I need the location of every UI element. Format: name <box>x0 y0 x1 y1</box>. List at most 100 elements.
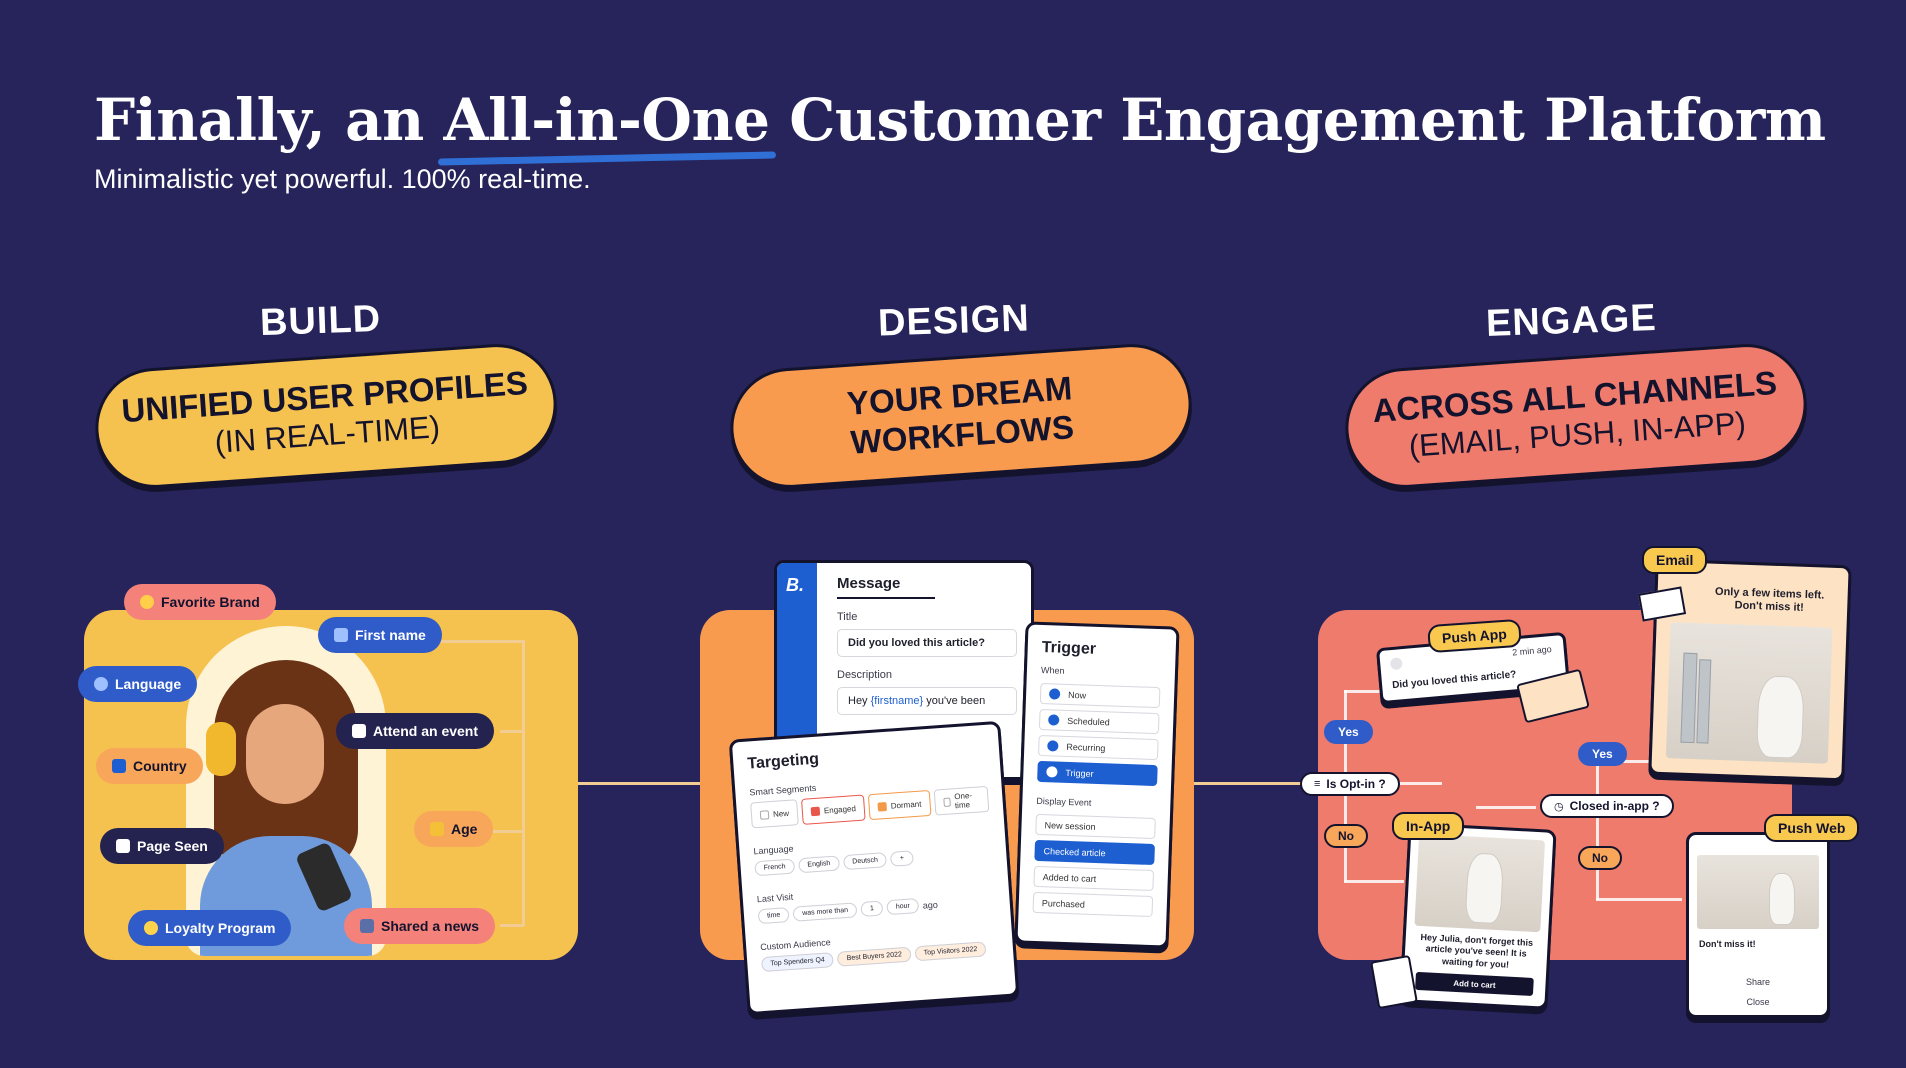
flow-line <box>1344 690 1384 693</box>
event-added-to-cart[interactable]: Added to cart <box>1033 865 1155 892</box>
event-new-session[interactable]: New session <box>1035 813 1156 840</box>
inapp-text: Hey Julia, don't forget this article you… <box>1420 932 1534 970</box>
push-web-channel-label: Push Web <box>1764 814 1860 842</box>
tag-label: Engaged <box>823 803 857 815</box>
language-french[interactable]: French <box>754 858 795 877</box>
headphones-icon <box>206 722 236 776</box>
filter-icon: ≡ <box>1314 778 1321 790</box>
image-card-icon <box>1370 954 1418 1010</box>
when-option-recurring[interactable]: Recurring <box>1037 734 1159 761</box>
flow-line <box>1476 806 1536 809</box>
chip-country: Country <box>96 748 203 784</box>
segment-engaged[interactable]: Engaged <box>801 794 866 825</box>
option-label: Recurring <box>1066 741 1106 753</box>
segment-new[interactable]: New <box>750 799 799 829</box>
book-shape <box>1680 652 1698 744</box>
build-tree-trunk <box>522 640 525 926</box>
build-branch <box>500 730 524 733</box>
tag-label: Dormant <box>890 799 922 811</box>
last-visit-field[interactable]: time <box>757 907 790 925</box>
pill-engage: ACROSS ALL CHANNELS (EMAIL, PUSH, IN-APP… <box>1341 340 1811 492</box>
condition-label: Is Opt-in ? <box>1326 777 1386 791</box>
option-label: Trigger <box>1065 767 1094 779</box>
build-branch <box>474 830 524 833</box>
add-language-button[interactable]: + <box>890 850 914 867</box>
clock-icon <box>1048 688 1061 700</box>
option-label: Scheduled <box>1067 715 1110 727</box>
language-english[interactable]: English <box>797 855 840 874</box>
person-illustration <box>186 626 386 956</box>
desc-variable: {firstname} <box>870 695 924 707</box>
yes-label-left: Yes <box>1324 720 1373 744</box>
audience-top-visitors[interactable]: Top Visitors 2022 <box>914 941 987 962</box>
targeting-heading: Targeting <box>746 750 820 773</box>
no-label-right: No <box>1578 846 1622 870</box>
display-event-label: Display Event <box>1036 795 1092 808</box>
page-subtitle: Minimalistic yet powerful. 100% real-tim… <box>94 164 591 194</box>
brand-logo-icon: B. <box>786 575 804 595</box>
chip-label: Loyalty Program <box>165 920 276 936</box>
chip-age: Age <box>414 811 494 847</box>
cake-icon <box>430 822 444 836</box>
flow-line <box>1398 782 1442 785</box>
chip-favorite-brand: Favorite Brand <box>124 584 276 620</box>
last-visit-unit[interactable]: hour <box>886 897 920 916</box>
bolt-icon <box>1046 766 1058 778</box>
title-label: Title <box>837 611 858 623</box>
face-shape <box>246 704 324 804</box>
last-visit-operator[interactable]: was more than <box>792 902 858 922</box>
page-title: Finally, an All-in-One Customer Engageme… <box>94 86 1826 154</box>
segment-one-time[interactable]: One-time <box>933 785 990 816</box>
pill-build: UNIFIED USER PROFILES (IN REAL-TIME) <box>91 340 561 492</box>
section-label-build: BUILD <box>259 297 382 345</box>
chip-page-seen: Page Seen <box>100 828 224 864</box>
event-checked-article[interactable]: Checked article <box>1034 839 1155 866</box>
push-app-text: Did you loved this article? <box>1391 669 1517 692</box>
id-card-icon <box>334 628 348 642</box>
chip-loyalty-program: Loyalty Program <box>128 910 292 946</box>
section-label-design: DESIGN <box>877 297 1031 345</box>
last-visit-amount[interactable]: 1 <box>860 900 884 917</box>
when-option-trigger[interactable]: Trigger <box>1037 760 1158 787</box>
description-label: Description <box>837 669 893 681</box>
section-label-engage: ENGAGE <box>1485 297 1658 345</box>
no-label-left: No <box>1324 824 1368 848</box>
push-web-image <box>1697 855 1819 929</box>
star-icon <box>144 921 158 935</box>
push-web-share-button[interactable]: Share <box>1745 977 1771 987</box>
audience-best-buyers[interactable]: Best Buyers 2022 <box>837 946 912 967</box>
chip-label: Favorite Brand <box>161 594 260 610</box>
chip-label: Age <box>451 821 478 837</box>
email-image <box>1665 622 1833 764</box>
connector-design-engage <box>1190 782 1320 785</box>
push-web-close-button[interactable]: Close <box>1746 997 1770 1007</box>
flow-line <box>1596 898 1682 901</box>
email-text: Only a few items left. Don't miss it! <box>1714 585 1825 615</box>
calendar-icon <box>352 724 366 738</box>
connector-build-design <box>520 782 700 785</box>
chip-shared-news: Shared a news <box>344 908 496 944</box>
when-option-now[interactable]: Now <box>1039 682 1161 709</box>
event-purchased[interactable]: Purchased <box>1032 891 1154 918</box>
add-to-cart-button[interactable]: Add to cart <box>1415 971 1534 996</box>
checkbox-icon <box>810 806 821 816</box>
when-option-scheduled[interactable]: Scheduled <box>1038 708 1160 735</box>
checkbox-icon <box>877 801 888 812</box>
language-deutsch[interactable]: Deutsch <box>842 852 888 871</box>
yes-label-right: Yes <box>1578 742 1627 766</box>
audience-top-spenders[interactable]: Top Spenders Q4 <box>760 952 835 973</box>
inapp-image <box>1414 833 1546 933</box>
build-branch <box>500 924 524 927</box>
globe-icon <box>94 677 108 691</box>
segment-dormant[interactable]: Dormant <box>867 789 932 821</box>
description-input[interactable]: Hey {firstname} you've been <box>837 687 1017 715</box>
title-prefix: Finally, an <box>94 86 444 154</box>
vase-shape <box>1755 675 1805 759</box>
heading-underline <box>837 597 935 599</box>
trigger-card: Trigger When Now Scheduled Recurring Tri… <box>1014 621 1180 949</box>
chip-label: Page Seen <box>137 838 208 854</box>
desc-prefix: Hey <box>848 695 871 707</box>
flow-line <box>1344 880 1404 883</box>
title-input[interactable]: Did you loved this article? <box>837 629 1017 657</box>
inapp-card: Hey Julia, don't forget this article you… <box>1399 822 1557 1010</box>
